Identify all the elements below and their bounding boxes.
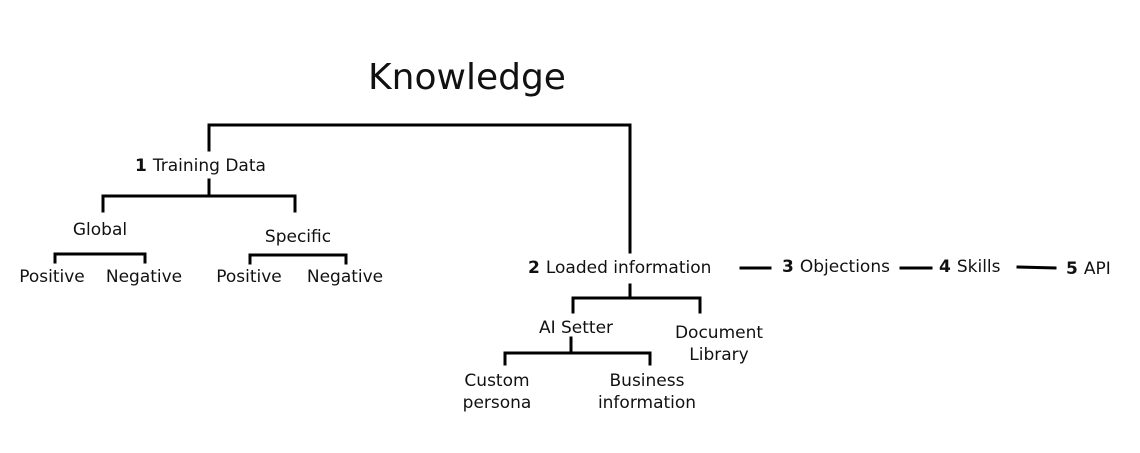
node-label: Objections [799,257,890,277]
label-line: persona [462,393,532,413]
node-label: Skills [956,257,1001,277]
node-number: 2 [528,258,540,278]
node-specific-negative: Negative [306,267,384,287]
label-line: Custom [464,371,530,391]
label-line: Document [674,323,764,343]
node-label: API [1083,259,1111,279]
node-custom-persona: Custom persona [463,370,532,414]
node-document-library: Document Library [675,322,763,366]
node-number: 1 [135,156,147,176]
node-label: Training Data [152,156,266,176]
node-number: 5 [1066,259,1078,279]
label-line: information [597,393,697,413]
node-ai-setter: AI Setter [538,318,614,338]
node-label: Loaded information [545,258,712,278]
node-number: 3 [782,257,794,277]
node-global-negative: Negative [105,267,183,287]
node-specific: Specific [264,227,332,247]
diagram-title: Knowledge [368,57,566,98]
label-line: Business [609,371,685,391]
node-specific-positive: Positive [216,267,282,287]
node-global: Global [72,220,128,240]
node-business-information: Business information [598,370,696,414]
node-global-positive: Positive [19,267,85,287]
link-skills-api [1016,265,1057,270]
node-number: 4 [939,257,951,277]
label-line: Library [689,345,749,365]
